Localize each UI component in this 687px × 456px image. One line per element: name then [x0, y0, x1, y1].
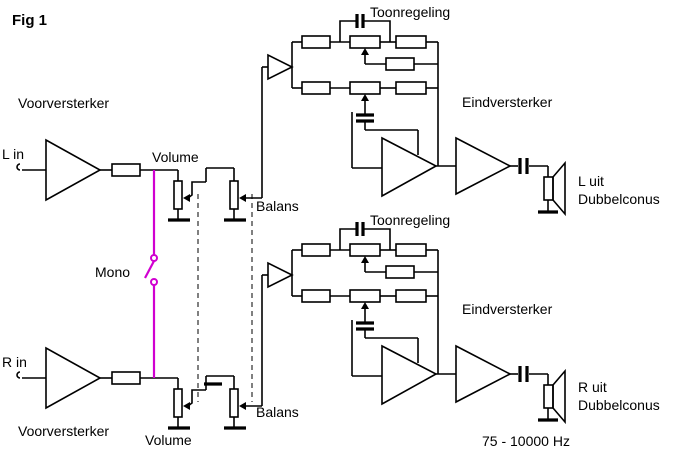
power-amp-label-top: Eindversterker: [462, 94, 553, 110]
speaker-label-bottom: Dubbelconus: [578, 397, 660, 413]
frequency-range-label: 75 - 10000 Hz: [482, 433, 570, 449]
channel-right: [15, 220, 567, 430]
left-input-label: L in: [2, 146, 24, 162]
balance-label-top: Balans: [256, 198, 299, 214]
volume-label-bottom: Volume: [145, 432, 192, 448]
mono-switch: [144, 170, 158, 378]
figure-title: Fig 1: [12, 12, 47, 29]
tone-label-top: Toonregeling: [370, 4, 450, 20]
channel-left: [15, 12, 567, 222]
mono-label: Mono: [95, 264, 130, 280]
speaker-label-top: Dubbelconus: [578, 191, 660, 207]
right-input-label: R in: [2, 354, 27, 370]
volume-label-top: Volume: [152, 149, 199, 165]
preamp-label-top: Voorversterker: [18, 95, 109, 111]
balance-label-bottom: Balans: [256, 404, 299, 420]
power-amp-label-bottom: Eindversterker: [462, 301, 553, 317]
tone-label-bottom: Toonregeling: [370, 212, 450, 228]
left-output-label: L uit: [578, 173, 604, 189]
preamp-label-bottom: Voorversterker: [18, 423, 109, 439]
right-output-label: R uit: [578, 379, 607, 395]
